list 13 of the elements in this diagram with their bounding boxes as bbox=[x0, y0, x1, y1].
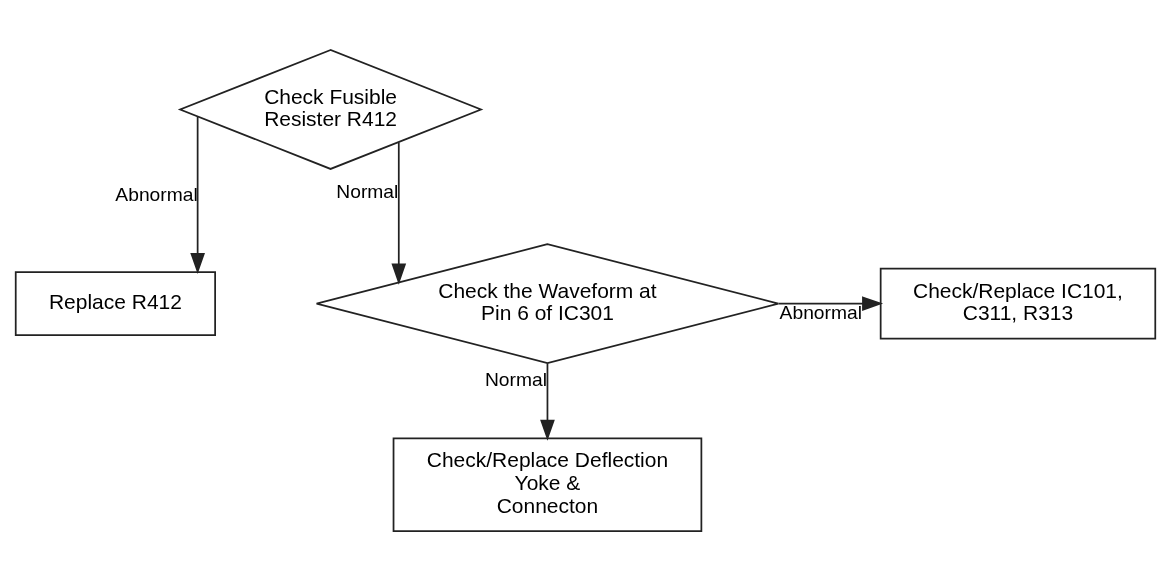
node-box: Check/Replace Deflection Yoke & Connecton bbox=[392, 437, 703, 532]
arrow bbox=[391, 141, 407, 285]
node-box: Replace R412 bbox=[14, 271, 216, 336]
node-diamond: Check the Waveform at Pin 6 of IC301 bbox=[315, 243, 780, 364]
edge-label: Abnormal bbox=[779, 302, 862, 324]
node-box: Check/Replace IC101, C311, R313 bbox=[879, 267, 1157, 340]
arrow bbox=[540, 362, 555, 441]
edge-label: Normal bbox=[336, 180, 399, 202]
node-diamond: Check Fusible Resister R412 bbox=[177, 49, 484, 170]
edge-label: Abnormal bbox=[115, 183, 198, 205]
edge-label: Normal bbox=[484, 369, 547, 391]
arrow bbox=[777, 296, 884, 311]
arrow bbox=[190, 115, 205, 275]
